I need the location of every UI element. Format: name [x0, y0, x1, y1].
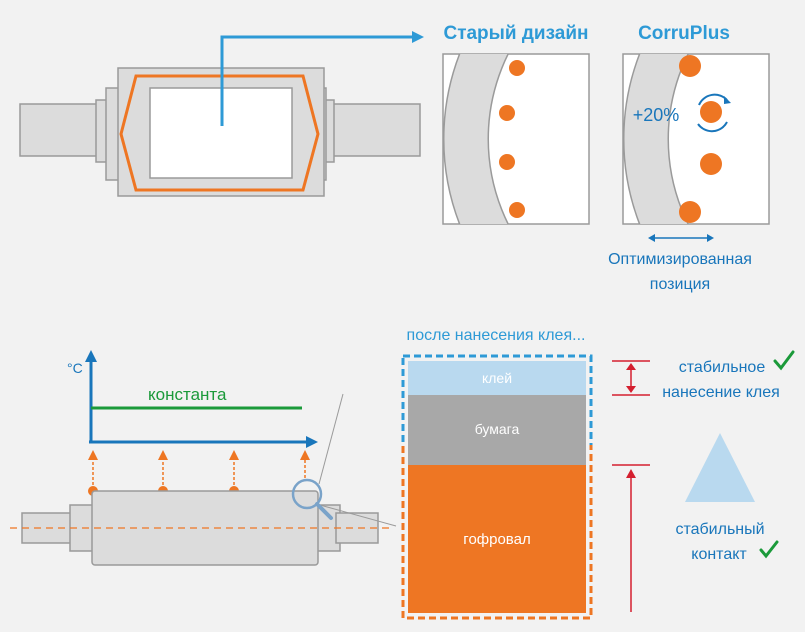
detail-frame-top	[401, 354, 593, 445]
shaft-right	[329, 103, 421, 157]
heating-hole	[509, 60, 525, 76]
detail-frame-bottom	[401, 445, 593, 620]
flute-roll-layer-label: гофровал	[463, 531, 530, 548]
roller-top-view	[19, 31, 424, 197]
optimized-position-label-1: Оптимизированная	[608, 251, 752, 268]
shaft-left	[19, 103, 101, 157]
corruplus-panel: +20%	[622, 53, 770, 225]
check-mark-icon	[773, 350, 795, 371]
temperature-graph: °C константа	[67, 350, 318, 448]
stable-glue-label-2: нанесение клея	[662, 384, 780, 401]
glue-layer	[408, 361, 586, 395]
check-mark-icon	[759, 540, 779, 559]
rotation-arrow-icon	[697, 93, 731, 133]
heating-hole	[509, 202, 525, 218]
old-design-title: Старый дизайн	[443, 23, 588, 44]
pointer-arrowhead	[412, 31, 424, 43]
heating-hole-large	[679, 201, 701, 223]
paper-layer-label: бумага	[475, 421, 520, 437]
stable-contact-label-2: контакт	[691, 546, 747, 563]
contact-indicator	[612, 464, 650, 612]
stable-contact-label-1: стабильный	[675, 521, 764, 538]
heating-hole	[499, 105, 515, 121]
heating-hole	[499, 154, 515, 170]
old-design-panel	[442, 53, 590, 225]
heating-hole-large	[700, 153, 722, 175]
increase-label: +20%	[633, 105, 680, 125]
contact-triangle	[685, 433, 755, 502]
magnifier-icon	[291, 393, 397, 527]
corruplus-title: CorruPlus	[638, 23, 730, 44]
heating-hole-large	[679, 55, 701, 77]
constant-label: константа	[148, 385, 227, 404]
flute-roll-layer	[408, 465, 586, 613]
layer-stack: клей бумага гофровал	[401, 354, 593, 620]
glue-thickness-indicator	[612, 360, 650, 396]
roller-side-view	[10, 490, 390, 566]
after-glue-label: после нанесения клея...	[407, 327, 586, 344]
stable-glue-label-1: стабильное	[679, 359, 766, 376]
glue-layer-label: клей	[482, 370, 512, 386]
heating-hole-large	[700, 101, 722, 123]
heating-channel-outline	[119, 74, 320, 192]
axis-unit-label: °C	[67, 360, 83, 376]
position-double-arrow	[648, 234, 714, 242]
pointer-line	[220, 35, 412, 126]
heat-arrows	[88, 450, 310, 496]
optimized-position-label-2: позиция	[650, 276, 710, 293]
paper-layer	[408, 395, 586, 465]
